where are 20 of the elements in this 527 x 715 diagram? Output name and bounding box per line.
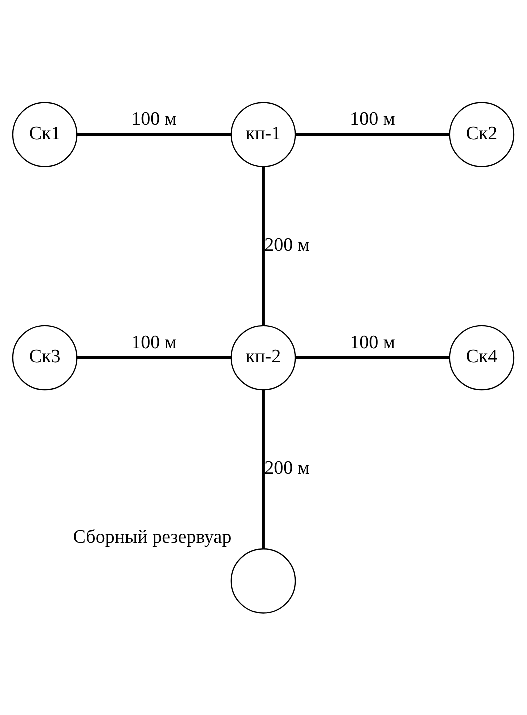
connector (296, 356, 450, 359)
connector (77, 132, 232, 136)
connector (296, 132, 450, 136)
connector (77, 356, 232, 359)
node-circle (230, 548, 296, 614)
node-circle: Ск2 (449, 102, 515, 167)
node-circle: кп-2 (230, 324, 296, 390)
node-label: Сборный резервуар (73, 526, 232, 548)
node-circle: Ск1 (12, 102, 78, 167)
edge-label: 100 м (132, 332, 177, 353)
connector (262, 166, 265, 326)
edge-label: 100 м (350, 108, 396, 130)
node-circle: Ск4 (449, 324, 515, 390)
connector (262, 390, 265, 548)
edge-label: 100 м (132, 108, 177, 130)
node-circle: кп-1 (230, 102, 296, 167)
edge-label: 200 м (264, 458, 310, 479)
edge-label: 100 м (350, 332, 396, 353)
edge-label: 200 м (264, 234, 310, 256)
node-circle: Ск3 (12, 324, 78, 390)
